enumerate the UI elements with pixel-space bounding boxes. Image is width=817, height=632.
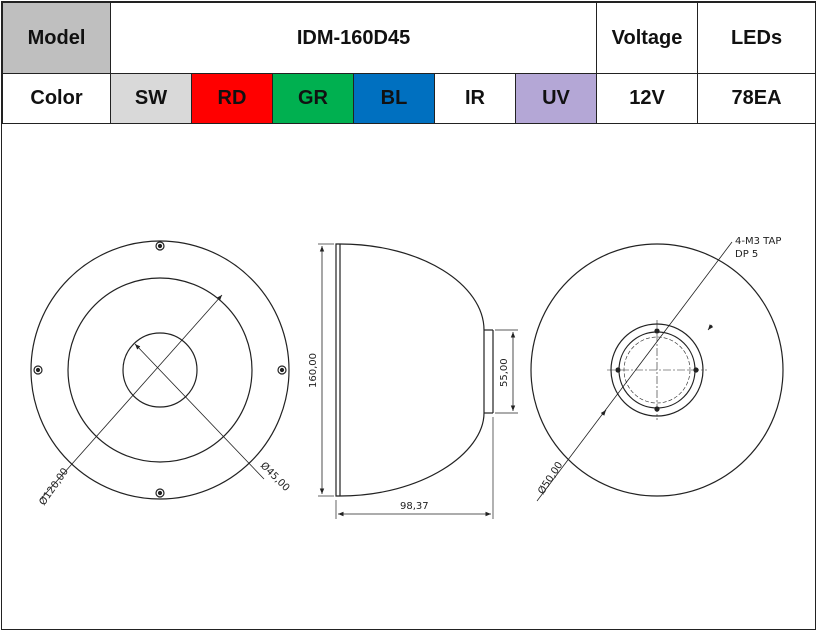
color-gr: GR [272,73,354,124]
front-inner-dimension-line [134,343,265,480]
side-housing-outline [335,243,485,497]
model-label: Model [2,2,111,74]
front-inner-circle [122,332,198,408]
back-leader-line [536,241,733,502]
front-view [30,240,290,501]
color-ir: IR [434,73,516,124]
front-outer-circle [30,240,290,500]
mounting-screw-icon [33,365,43,375]
leds-label: LEDs [697,2,817,74]
color-rd: RD [191,73,273,124]
side-view [318,243,518,519]
color-bl: BL [353,73,435,124]
color-uv: UV [514,73,598,124]
tap-hole-icon [654,406,660,412]
color-label: Color [2,73,111,124]
back-diameter-label: Ø50,00 [535,459,565,496]
front-outer-dimension-line [39,294,223,501]
mounting-screw-icon [155,241,165,251]
color-sw: SW [110,73,192,124]
tap-hole-icon [693,367,699,373]
technical-drawing: Ø120,00 Ø45,00 160,00 [2,123,815,629]
side-neck-label: 55,00 [499,358,510,387]
mounting-screw-icon [155,488,165,498]
tap-hole-icon [654,328,660,334]
back-tap-note-line1: 4-M3 TAP [735,236,781,247]
side-height-label: 160,00 [308,353,319,388]
model-value: IDM-160D45 [109,2,598,74]
back-view [530,241,784,502]
drawing-svg: Ø120,00 Ø45,00 160,00 [30,236,784,519]
voltage-value: 12V [596,73,699,124]
spec-table: Model IDM-160D45 Voltage LEDs Color SW R… [2,2,817,124]
front-inner-diameter-label: Ø45,00 [258,460,292,494]
front-outer-diameter-label: Ø120,00 [37,466,71,508]
mounting-screw-icon [277,365,287,375]
tap-hole-icon [615,367,621,373]
voltage-label: Voltage [596,2,699,74]
back-tap-note-line2: DP 5 [735,249,758,260]
leds-value: 78EA [697,73,817,124]
side-depth-label: 98,37 [400,501,429,512]
front-reflector-circle [67,277,253,463]
back-outer-circle [530,243,784,497]
